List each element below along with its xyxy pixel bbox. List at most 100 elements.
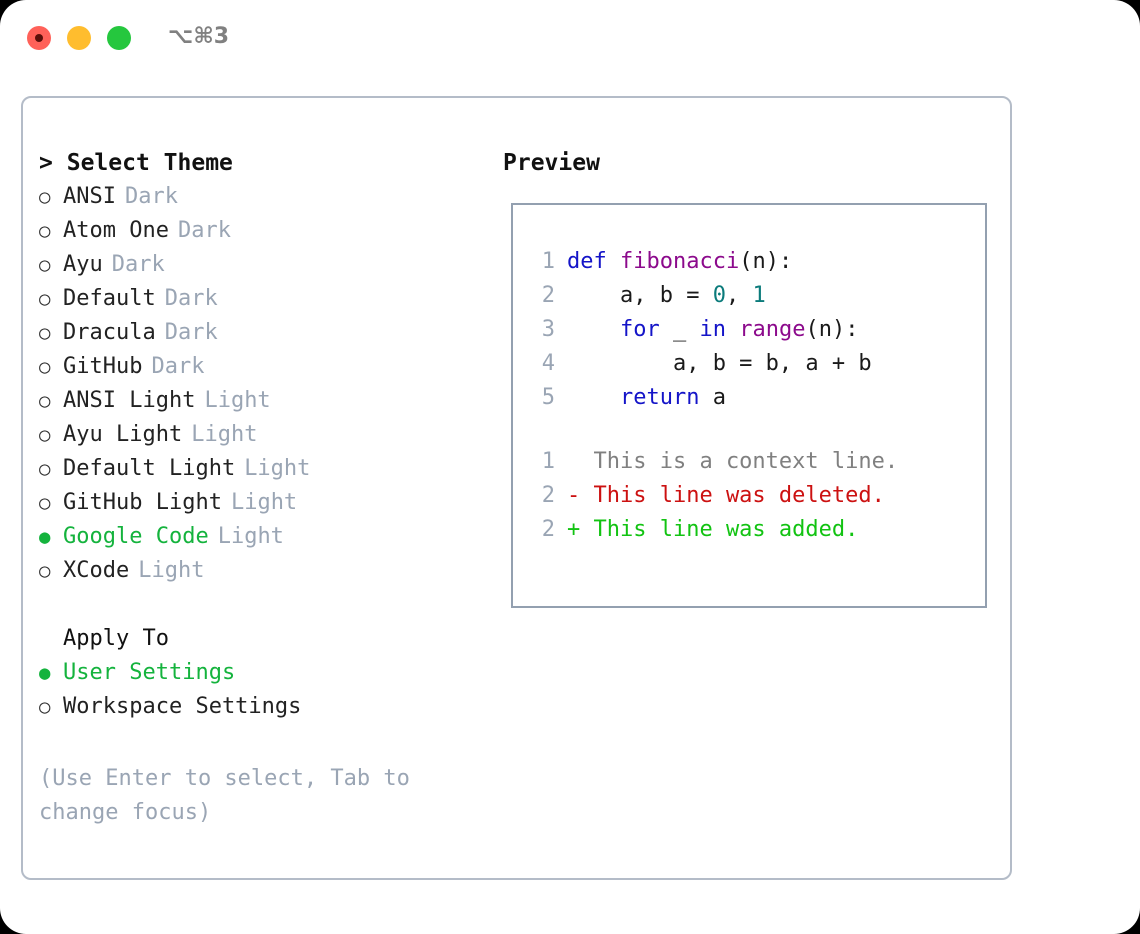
code-token-fn: fibonacci: [619, 249, 740, 274]
apply-to-option-workspace-settings[interactable]: ○ Workspace Settings: [39, 690, 479, 724]
theme-option-label: ANSI: [63, 184, 116, 209]
theme-option-label: Ayu Light: [63, 422, 183, 447]
close-icon: [35, 34, 43, 42]
apply-to-heading: ○ Apply To: [39, 622, 479, 656]
code-line: 1 def fibonacci(n):: [529, 245, 977, 279]
apply-to-option-group: ●User Settings ○ Workspace Settings: [39, 656, 479, 724]
theme-option-label: Ayu: [63, 252, 103, 277]
line-number: 5: [541, 385, 555, 410]
code-line: 3 for _ in range(n):: [529, 313, 977, 347]
preview-title: Preview: [503, 150, 600, 176]
code-token-kw: for: [567, 317, 673, 342]
theme-option-label: ANSI Light: [63, 388, 196, 413]
radio-unselected-icon: ○: [39, 696, 51, 718]
apply-to-option-label: Workspace Settings: [63, 694, 302, 719]
apply-to-label: Apply To: [63, 626, 169, 651]
theme-option-atom-one[interactable]: ○ Atom One Dark: [39, 214, 479, 248]
theme-variant-badge: Light: [230, 490, 298, 515]
theme-variant-badge: Dark: [177, 218, 231, 243]
code-line: 5 return a: [529, 381, 977, 415]
radio-unselected-icon: ○: [39, 254, 51, 276]
title-prefix: >: [39, 150, 53, 176]
code-text: a, b = 0, 1: [567, 279, 766, 313]
code-token-pl: (n):: [805, 317, 859, 342]
line-number: 4: [541, 351, 555, 376]
title-bar: ⌥⌘3: [0, 0, 1140, 78]
theme-option-label: Default Light: [63, 456, 236, 481]
diff-text: + This line was added.: [567, 517, 859, 542]
code-line: 2 a, b = 0, 1: [529, 279, 977, 313]
theme-option-label: GitHub: [63, 354, 143, 379]
theme-variant-badge: Light: [244, 456, 311, 481]
diff-text: - This line was deleted.: [567, 483, 885, 508]
minimize-button[interactable]: [67, 26, 91, 50]
radio-selected-icon: ●: [39, 662, 51, 684]
theme-variant-badge: Dark: [124, 184, 178, 209]
theme-option-label: Default: [63, 286, 156, 311]
theme-variant-badge: Light: [191, 422, 258, 447]
code-token-pl: (n):: [739, 249, 793, 274]
line-number: 1: [541, 249, 555, 274]
code-token-num: 1: [752, 283, 766, 308]
code-token-num: 0: [712, 283, 726, 308]
line-number: 1: [541, 449, 555, 474]
theme-option-label: XCode: [63, 558, 130, 583]
code-token-pl: a, b =: [567, 283, 713, 308]
theme-option-github-light[interactable]: ○ GitHub Light Light: [39, 486, 479, 520]
code-text: for _ in range(n):: [567, 313, 858, 347]
theme-option-ansi[interactable]: ○ ANSI Dark: [39, 180, 479, 214]
line-number: 2: [541, 517, 555, 542]
theme-option-label: Google Code: [63, 524, 209, 549]
diff-line-ctx: 1 This is a context line.: [529, 445, 977, 479]
theme-option-label: Atom One: [63, 218, 169, 243]
window-shortcut-label: ⌥⌘3: [168, 24, 230, 49]
list-divider: [39, 588, 479, 622]
theme-option-label: Dracula: [63, 320, 156, 345]
theme-option-ayu[interactable]: ○ Ayu Dark: [39, 248, 479, 282]
radio-unselected-icon: ○: [39, 356, 51, 378]
code-token-kw: def: [567, 249, 620, 274]
code-token-pl: a: [712, 385, 726, 410]
line-number: 2: [541, 483, 555, 508]
radio-selected-icon: ●: [39, 526, 51, 548]
keyboard-hint: (Use Enter to select, Tab to change focu…: [39, 766, 410, 825]
diff-text: This is a context line.: [567, 449, 899, 474]
radio-unselected-icon: ○: [39, 458, 51, 480]
code-token-pl: _: [672, 317, 700, 342]
radio-unselected-icon: ○: [39, 492, 51, 514]
theme-variant-badge: Dark: [151, 354, 205, 379]
theme-option-default-light[interactable]: ○ Default Light Light: [39, 452, 479, 486]
line-number: 3: [541, 317, 555, 342]
code-token-pl: ,: [725, 283, 753, 308]
line-number: 2: [541, 283, 555, 308]
diff-line-del: 2 - This line was deleted.: [529, 479, 977, 513]
radio-unselected-icon: ○: [39, 220, 51, 242]
theme-variant-badge: Dark: [111, 252, 165, 277]
page-title: > Select Theme: [39, 146, 479, 180]
code-token-kw: return: [567, 385, 713, 410]
apply-to-option-user-settings[interactable]: ●User Settings: [39, 656, 479, 690]
radio-unselected-icon: ○: [39, 424, 51, 446]
code-token-kw: in: [699, 317, 740, 342]
theme-variant-badge: Dark: [164, 286, 218, 311]
code-text: a, b = b, a + b: [567, 347, 872, 381]
maximize-button[interactable]: [107, 26, 131, 50]
radio-unselected-icon: ○: [39, 186, 51, 208]
title-text: Select Theme: [66, 150, 233, 176]
theme-option-ayu-light[interactable]: ○ Ayu Light Light: [39, 418, 479, 452]
code-line: 4 a, b = b, a + b: [529, 347, 977, 381]
radio-unselected-icon: ○: [39, 560, 51, 582]
radio-unselected-icon: ○: [39, 390, 51, 412]
theme-option-github[interactable]: ○ GitHub Dark: [39, 350, 479, 384]
theme-option-label: GitHub Light: [63, 490, 222, 515]
